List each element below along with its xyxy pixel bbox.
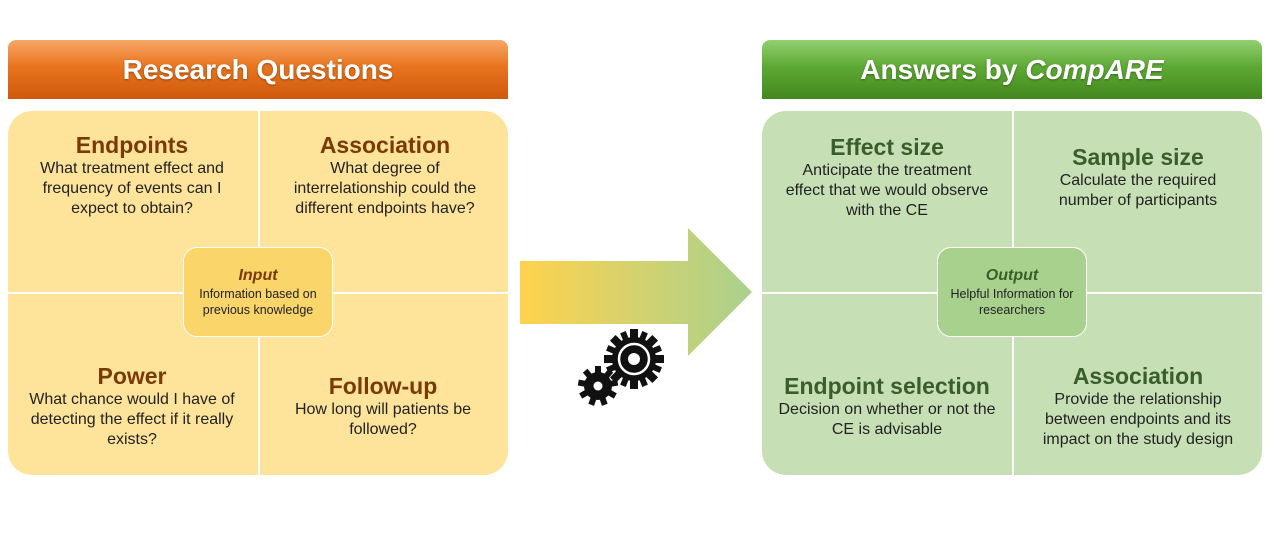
quadrant-endpoint-selection: Endpoint selection Decision on whether o…: [770, 372, 1004, 440]
research-questions-panel: Endpoints What treatment effect and freq…: [8, 111, 508, 475]
arrow-right-icon: [520, 228, 752, 356]
output-text: Helpful Information for researchers: [950, 287, 1074, 317]
quadrant-heading: Endpoints: [75, 132, 189, 158]
quadrant-text: Provide the relationship between endpoin…: [1042, 391, 1234, 448]
answers-title-emphasis: CompARE: [1025, 53, 1164, 85]
quadrant-text: Decision on whether or not the CE is adv…: [778, 401, 996, 438]
research-questions-title: Research Questions: [122, 53, 394, 85]
quadrant-follow-up: Follow-up How long will patients be foll…: [278, 372, 488, 440]
research-questions-banner: Research Questions: [8, 40, 508, 99]
gears-icon: [577, 329, 664, 406]
quadrant-text: What treatment effect and frequency of e…: [40, 160, 224, 217]
quadrant-heading: Association: [1072, 363, 1204, 389]
quadrant-association: Association Provide the relationship bet…: [1024, 362, 1252, 450]
quadrant-heading: Power: [97, 363, 167, 389]
quadrant-sample-size: Sample size Calculate the required numbe…: [1038, 143, 1238, 211]
quadrant-heading: Follow-up: [328, 373, 438, 399]
quadrant-endpoints: Endpoints What treatment effect and freq…: [26, 131, 238, 219]
quadrant-power: Power What chance would I have of detect…: [18, 362, 246, 450]
quadrant-text: Calculate the required number of partici…: [1058, 172, 1218, 209]
output-label: Output: [985, 267, 1039, 284]
answers-title-prefix: Answers by: [860, 53, 1026, 85]
input-box: Input Information based on previous know…: [183, 247, 333, 337]
quadrant-heading: Association: [319, 132, 451, 158]
answers-panel: Effect size Anticipate the treatment eff…: [762, 111, 1262, 475]
quadrant-heading: Effect size: [830, 134, 944, 160]
quadrant-text: Anticipate the treatment effect that we …: [785, 162, 989, 219]
quadrant-association: Association What degree of interrelation…: [276, 131, 494, 219]
output-box: Output Helpful Information for researche…: [937, 247, 1087, 337]
answers-title: Answers by CompARE: [860, 54, 1163, 86]
quadrant-heading: Endpoint selection: [784, 373, 990, 399]
quadrant-heading: Sample size: [1072, 144, 1204, 170]
quadrant-effect-size: Effect size Anticipate the treatment eff…: [784, 133, 990, 221]
input-label: Input: [238, 267, 278, 284]
quadrant-text: What degree of interrelationship could t…: [293, 160, 477, 217]
quadrant-text: How long will patients be followed?: [294, 401, 472, 438]
answers-banner: Answers by CompARE: [762, 40, 1262, 99]
input-text: Information based on previous knowledge: [199, 287, 317, 317]
quadrant-text: What chance would I have of detecting th…: [29, 391, 235, 448]
